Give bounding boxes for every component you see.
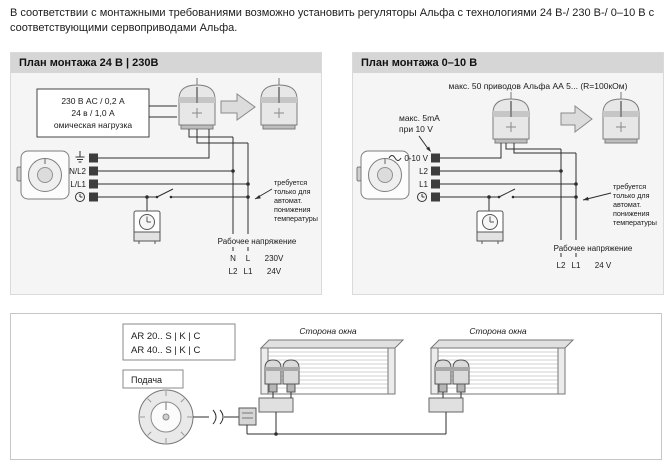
voltage-l2: L2: [557, 261, 566, 270]
connection-wires: [246, 392, 462, 435]
current-note-line1: макс. 5mA: [399, 113, 440, 123]
servo-actuator-icon: [178, 78, 216, 130]
note-line5: температуры: [613, 218, 657, 227]
wiring-lines: [440, 143, 577, 257]
terminal-block: 0-10 V L2 L1: [388, 153, 440, 202]
setback-note: требуется только для автомат. понижения …: [582, 182, 657, 227]
intro-line-2: соответствующими сервоприводами Альфа.: [10, 22, 238, 34]
intro-paragraph: В соответствии с монтажными требованиями…: [10, 6, 668, 36]
window-side-label-right: Сторона окна: [469, 326, 526, 336]
convector-left: [259, 339, 405, 395]
timer-icon: [133, 210, 161, 244]
clock-icon: [417, 192, 427, 202]
mini-actuator-icon-4: [452, 359, 470, 393]
operating-voltage-table: Рабочее напряжение L2 L1 24 V: [554, 244, 633, 270]
load-note-line3: омическая нагрузка: [54, 120, 133, 130]
panel-24v-230v: План монтажа 24 В | 230В 230 В AC / 0,2 …: [10, 52, 322, 295]
voltage-title: Рабочее напряжение: [554, 244, 633, 253]
panel-24v-diagram: 230 В AC / 0,2 А 24 в / 1,0 А омическая …: [11, 73, 321, 294]
model-ar40: AR 40.. S | K | C: [131, 345, 200, 356]
note-line5: температуры: [274, 214, 318, 223]
mounting-drawing: AR 20.. S | K | C AR 40.. S | K | C Пода…: [122, 323, 575, 445]
note-line2: только для: [613, 191, 650, 200]
drives-note: макс. 50 приводов Альфа АА 5... (R=100кО…: [449, 81, 628, 91]
junction-dots: [487, 169, 578, 199]
panel-0-10v: План монтажа 0–10 В макс. 50 приводов Ал…: [352, 52, 664, 295]
junction-box-right: [428, 397, 464, 413]
voltage-l: L: [246, 254, 251, 263]
window-side-label-left: Сторона окна: [299, 326, 356, 336]
note-arrowhead: [583, 196, 589, 201]
voltage-24v: 24V: [267, 267, 282, 276]
panel-24v-title: План монтажа 24 В | 230В: [11, 53, 321, 73]
note-line4: понижения: [613, 209, 650, 218]
servo-actuator-icon-2: [602, 92, 640, 144]
terminal-label-nl2: N/L2: [69, 167, 86, 176]
current-note-line2: при 10 V: [399, 124, 433, 134]
supply-label-box: Подача: [122, 369, 184, 389]
terminal-label-ll1: L/L1: [70, 180, 86, 189]
convector-right: [429, 339, 575, 395]
note-line1: требуется: [613, 182, 646, 191]
clock-icon: [75, 192, 85, 202]
note-line3: автомат.: [613, 200, 641, 209]
wiring-lines: [98, 105, 249, 251]
servo-actuator-icon-2: [260, 78, 298, 130]
voltage-24v: 24 V: [595, 261, 612, 270]
setback-note: требуется только для автомат. понижения …: [254, 178, 318, 223]
note-line2: только для: [274, 187, 311, 196]
thermostat-icon: [16, 150, 70, 200]
current-note-arrow: [418, 135, 430, 151]
voltage-230v: 230V: [265, 254, 284, 263]
voltage-l1: L1: [572, 261, 581, 270]
right-arrow-icon: [560, 104, 593, 134]
right-arrow-icon: [220, 93, 256, 121]
max-current-note: макс. 5mA при 10 V: [399, 113, 440, 152]
load-note-line1: 230 В AC / 0,2 А: [61, 96, 125, 106]
operating-voltage-table: Рабочее напряжение N L 230V L2 L1 24V: [218, 237, 297, 276]
note-arrowhead: [255, 195, 261, 199]
wire-dots: [274, 432, 278, 436]
note-line1: требуется: [274, 178, 307, 187]
terminal-label-l1: L1: [419, 180, 428, 189]
current-note-arrowhead: [426, 146, 431, 152]
panel-0-10v-diagram: макс. 50 приводов Альфа АА 5... (R=100кО…: [353, 73, 663, 294]
thermostat-dial-icon: [138, 389, 194, 445]
mounting-illustration: AR 20.. S | K | C AR 40.. S | K | C Пода…: [10, 313, 662, 460]
mini-actuator-icon: [264, 359, 282, 393]
note-line4: понижения: [274, 205, 311, 214]
servo-actuator-icon: [492, 92, 530, 144]
earth-ground-icon: [75, 151, 85, 163]
load-rating-note: 230 В AC / 0,2 А 24 в / 1,0 А омическая …: [36, 88, 150, 138]
cable-connector: [238, 407, 257, 426]
signal-wave-icon: [388, 155, 402, 161]
junction-box-left: [258, 397, 294, 413]
junction-dots: [145, 169, 250, 199]
thermostat-cable: [193, 409, 239, 425]
intro-line-1: В соответствии с монтажными требованиями…: [10, 7, 655, 19]
terminal-label-0-10v: 0-10 V: [404, 154, 428, 163]
voltage-l1: L1: [244, 267, 253, 276]
timer-icon: [476, 210, 504, 244]
load-note-line2: 24 в / 1,0 А: [71, 108, 115, 118]
thermostat-icon: [356, 150, 410, 200]
wiring-diagram-0-10v: макс. 50 приводов Альфа АА 5... (R=100кО…: [356, 81, 657, 270]
wiring-diagram-24v: 230 В AC / 0,2 А 24 в / 1,0 А омическая …: [16, 78, 318, 276]
model-labels-box: AR 20.. S | K | C AR 40.. S | K | C: [122, 323, 236, 361]
terminal-block: N/L2 L/L1: [69, 151, 98, 202]
terminal-label-l2: L2: [419, 167, 428, 176]
voltage-l2: L2: [229, 267, 238, 276]
note-line3: автомат.: [274, 196, 302, 205]
supply-label: Подача: [131, 375, 162, 385]
voltage-title: Рабочее напряжение: [218, 237, 297, 246]
model-ar20: AR 20.. S | K | C: [131, 331, 200, 342]
mini-actuator-icon-3: [434, 359, 452, 393]
panel-0-10v-title: План монтажа 0–10 В: [353, 53, 663, 73]
voltage-n: N: [230, 254, 236, 263]
